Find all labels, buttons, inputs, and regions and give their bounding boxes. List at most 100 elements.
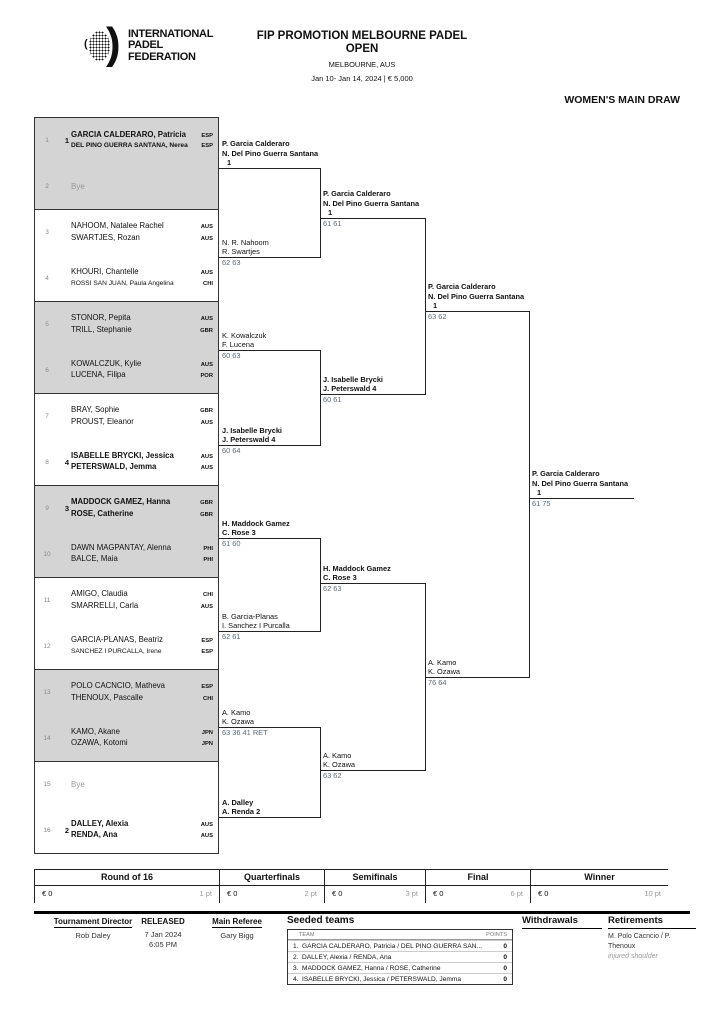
round-points: 3 pt <box>405 889 418 898</box>
round-label: Semifinals <box>325 870 425 886</box>
player-name: AMIGO, Claudia <box>71 589 128 599</box>
tournament-dates: Jan 10- Jan 14, 2024 | € 5,000 <box>311 74 413 83</box>
country-code: AUS <box>200 821 213 828</box>
logo-line: INTERNATIONAL <box>128 27 214 40</box>
winner-seed: 1 <box>328 208 333 218</box>
bracket-line <box>219 817 320 818</box>
row-number: 1 <box>45 137 49 145</box>
logo-paren-icon: ) <box>106 19 121 68</box>
seed-rank: 4. <box>293 975 299 983</box>
seed-number: 1 <box>64 136 69 146</box>
match-score: 62 63 <box>323 584 342 593</box>
tournament-director-label: Tournament Director <box>53 917 133 928</box>
winner-name: A. Kamo <box>323 750 352 760</box>
prize-money: € 0 <box>332 889 343 898</box>
entry-row-15: 15 Bye <box>35 762 218 808</box>
country-code: AUS <box>200 419 213 426</box>
winner-seed: 1 <box>537 488 542 498</box>
player-name: KOWALCZUK, Kylie <box>71 358 142 368</box>
seeded-team-name: MADDOCK GAMEZ, Hanna / ROSE, Catherine <box>302 964 441 972</box>
bracket-line <box>219 727 320 728</box>
bracket-connector <box>529 311 530 678</box>
retirements-block: Retirements M. Polo Cacncio / P. Thenoux… <box>608 915 696 962</box>
seed-number: 2 <box>64 825 69 835</box>
player-name: POLO CACNCIO, Matheva <box>71 681 166 691</box>
draw-title: WOMEN'S MAIN DRAW <box>564 94 680 106</box>
ipf-logo: ( ) INTERNATIONAL PADEL FEDERATION <box>84 19 214 68</box>
winner-name: I. Sanchez I Purcalla <box>222 621 290 631</box>
tournament-title-2: OPEN <box>345 43 379 55</box>
logo-line: PADEL <box>128 39 163 52</box>
seed-rank: 1. <box>293 942 299 950</box>
row-number: 4 <box>45 274 49 282</box>
seeded-teams-header: TEAM POINTS <box>288 930 512 940</box>
match-score: 63 62 <box>428 312 447 321</box>
points-column-semifinals: Semifinals € 0 3 pt <box>324 870 425 903</box>
round-label: Round of 16 <box>35 870 219 886</box>
bracket-line <box>320 218 425 219</box>
seed-number: 3 <box>64 504 69 514</box>
country-code: GBR <box>200 408 213 415</box>
player-name: STONOR, Pepita <box>71 313 131 323</box>
match-score: 62 61 <box>222 632 241 641</box>
row-number: 8 <box>45 458 49 466</box>
released-block: RELEASED 7 Jan 2024 6:05 PM <box>133 917 193 950</box>
tournament-location: MELBOURNE, AUS <box>328 60 396 69</box>
row-number: 9 <box>45 505 49 513</box>
player-name: NAHOOM, Natalee Rachel <box>71 221 164 231</box>
bracket-line <box>219 445 320 446</box>
player-name: SWARTJES, Rozan <box>71 232 140 242</box>
player-name: MADDOCK GAMEZ, Hanna <box>71 497 171 507</box>
country-code: PHI <box>203 545 213 552</box>
bye-label: Bye <box>71 181 85 191</box>
country-code: AUS <box>200 224 213 231</box>
main-referee-block: Main Referee Gary Bigg <box>200 917 274 941</box>
winner-name: J. Isabelle Brycki <box>323 374 383 384</box>
match-score: 61 61 <box>323 219 342 228</box>
winner-name: K. Ozawa <box>428 667 461 677</box>
released-time: 6:05 PM <box>149 940 177 949</box>
bracket-line <box>219 350 320 351</box>
player-name: TRILL, Stephanie <box>71 324 132 334</box>
seeded-team-row: 1. GARCIA CALDERARO, Patricia / DEL PINO… <box>288 940 512 951</box>
country-code: AUS <box>200 270 213 277</box>
row-number: 14 <box>43 734 51 742</box>
bracket-line <box>529 498 634 499</box>
player-name: DALLEY, Alexia <box>71 818 129 828</box>
seeded-teams-title: Seeded teams <box>287 915 355 926</box>
player-name: BRAY, Sophie <box>71 405 120 415</box>
country-code: ESP <box>201 132 213 139</box>
bracket-connector <box>425 218 426 395</box>
country-code: PHI <box>203 557 213 564</box>
round-points: 1 pt <box>199 889 212 898</box>
tournament-director-name: Rob Daley <box>75 931 111 940</box>
seeded-teams-table: TEAM POINTS 1. GARCIA CALDERARO, Patrici… <box>287 929 513 985</box>
winner-name: N. Del Pino Guerra Santana <box>323 198 420 208</box>
round-label: Quarterfinals <box>220 870 324 886</box>
match-score: 63 36 41 RET <box>222 728 268 737</box>
winner-name: J. Peterswald 4 <box>222 435 276 445</box>
round-points: 6 pt <box>510 889 523 898</box>
withdrawals-title: Withdrawals <box>522 915 602 929</box>
tournament-director-block: Tournament Director Rob Daley <box>38 917 148 941</box>
seeded-team-row: 2. DALLEY, Alexia / RENDA, Ana 0 <box>288 951 512 962</box>
